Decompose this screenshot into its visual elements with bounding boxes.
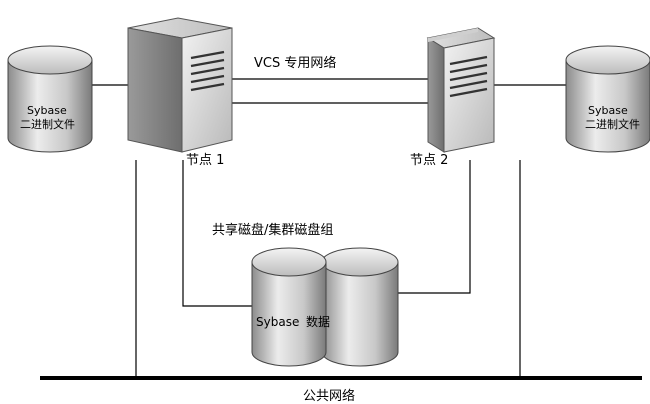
right-sybase-binaries-disk [565,45,650,153]
node2-drive-bays [449,55,488,98]
connection-lines [92,78,566,378]
node2-label: 节点 2 [410,153,448,168]
shared-sybase-data-disks [251,247,399,367]
left-db-label-line2: 二进制文件 [20,117,75,131]
shared-storage-label: 共享磁盘/集群磁盘组 [212,222,333,238]
vcs-private-network-label: VCS 专用网络 [254,55,336,71]
shared-disk-back [321,247,399,367]
left-sybase-binaries-disk [7,45,93,153]
left-db-label-line1: Sybase [27,104,67,117]
public-network-label: 公共网络 [303,388,355,404]
node1-drive-bays [190,50,225,92]
node1-label: 节点 1 [186,153,224,168]
shared-db-label-line2: 数据 [306,314,330,329]
shared-disk-front [251,247,327,367]
right-db-label-line2: 二进制文件 [585,117,640,131]
node1-to-shared-storage-link [182,160,252,307]
node1-server [127,17,233,153]
shared-db-label-line1: Sybase [256,315,299,329]
right-db-label-line1: Sybase [588,104,628,117]
node2-server [426,27,496,153]
node2-to-shared-storage-link [398,160,471,294]
